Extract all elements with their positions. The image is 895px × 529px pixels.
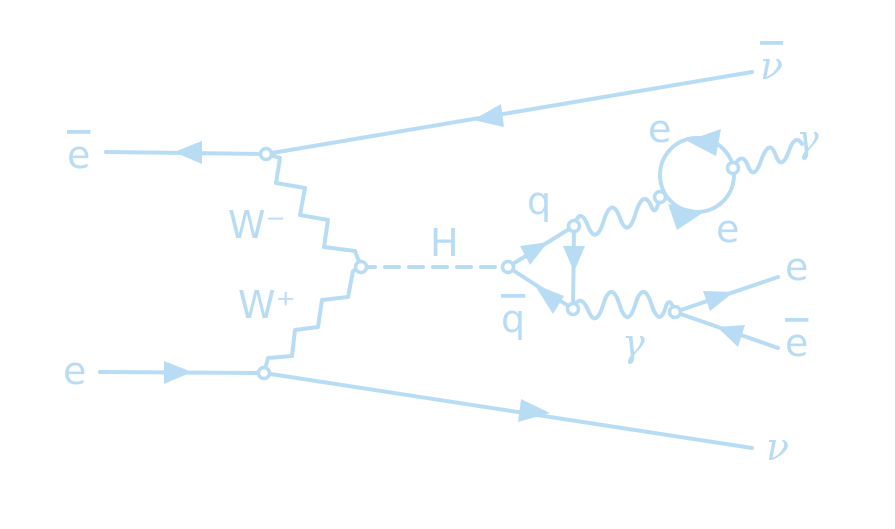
vertex xyxy=(725,160,741,176)
label-positron-left: e xyxy=(67,133,90,177)
positron-out-arrow xyxy=(717,325,745,347)
loop-arrow-top xyxy=(687,129,721,156)
label-electron-left: e xyxy=(63,349,86,393)
photon-upper xyxy=(572,195,662,237)
label-positron-out: e xyxy=(785,321,808,365)
electron-out-arrow xyxy=(703,291,734,311)
label-w-plus: W⁺ xyxy=(238,283,296,327)
photon-right xyxy=(731,137,804,175)
antineutrino-line xyxy=(264,70,754,156)
label-photon-right: γ xyxy=(796,117,819,161)
vertex xyxy=(256,365,272,381)
w-plus-boson xyxy=(262,265,363,375)
quark-internal-arrow xyxy=(563,246,585,272)
vertex xyxy=(353,259,369,275)
photon-lower xyxy=(571,290,677,321)
vertex xyxy=(652,189,668,205)
vertex xyxy=(565,301,581,317)
label-higgs: H xyxy=(430,221,459,265)
quark-arrow xyxy=(520,242,548,265)
loop-arrow-bottom xyxy=(668,204,704,230)
positron-arrow xyxy=(174,141,202,164)
label-electron-loop-bottom: e xyxy=(716,207,739,251)
antiquark-arrow xyxy=(534,284,564,314)
label-antineutrino: ν xyxy=(760,44,783,88)
vertex xyxy=(566,218,582,234)
label-photon-lower: γ xyxy=(622,321,645,365)
label-w-minus: W⁻ xyxy=(228,203,286,247)
antineutrino-arrow xyxy=(473,104,504,127)
label-electron-loop-top: e xyxy=(648,107,671,151)
label-antiquark: q xyxy=(501,297,525,341)
neutrino-arrow xyxy=(518,399,550,422)
vertex xyxy=(667,304,683,320)
neutrino-line xyxy=(262,371,754,450)
electron-in-arrow xyxy=(164,361,192,384)
vertex xyxy=(500,259,516,275)
label-electron-out: e xyxy=(785,245,808,289)
label-neutrino: ν xyxy=(766,425,789,469)
w-minus-boson xyxy=(264,152,363,269)
vertex xyxy=(258,146,274,162)
label-quark: q xyxy=(527,179,551,223)
